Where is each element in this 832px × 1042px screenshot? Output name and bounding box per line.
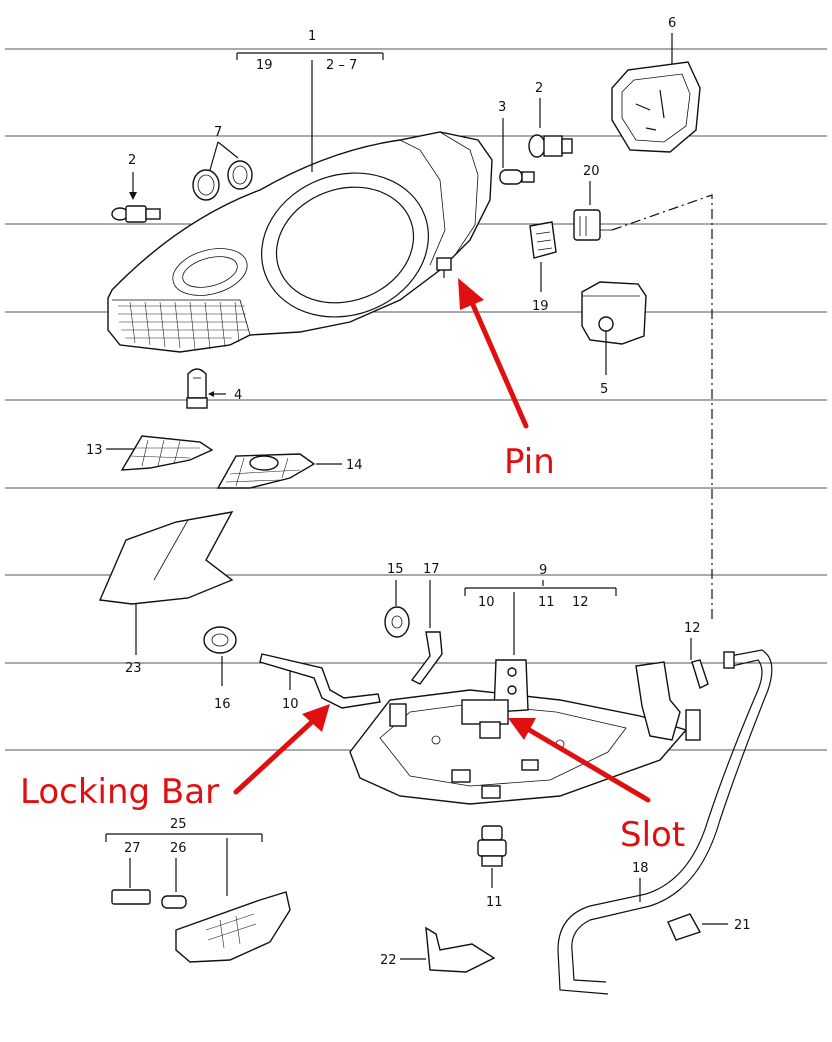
bulb-h7-left: 2	[111, 153, 161, 223]
connector-19: 19	[529, 221, 557, 314]
label-7: 7	[214, 125, 222, 140]
label-2-left: 2	[128, 153, 136, 168]
bulb-4: 4	[186, 368, 242, 409]
label-14: 14	[346, 458, 363, 473]
label-27: 27	[124, 841, 141, 856]
grommet-11: 11	[477, 825, 507, 910]
side-marker-assembly: 25 27 26	[105, 817, 291, 963]
label-26: 26	[170, 841, 187, 856]
label-1: 1	[308, 29, 316, 44]
label-15: 15	[387, 562, 404, 577]
top-bracket	[236, 52, 384, 60]
cover-cap-6: 6	[611, 16, 701, 153]
headlight-housing	[107, 60, 493, 353]
label-20: 20	[583, 164, 600, 179]
lens-14: 14	[216, 453, 363, 489]
label-12-bracket: 12	[572, 595, 589, 610]
label-16: 16	[214, 697, 231, 712]
callout-pin: Pin	[504, 442, 555, 482]
ring-7: 7	[192, 125, 253, 201]
callout-slot: Slot	[620, 815, 685, 855]
nut-15: 15	[384, 562, 410, 638]
socket-20: 20	[573, 164, 612, 241]
callout-locking-bar: Locking Bar	[20, 772, 219, 812]
label-10-bracket: 10	[478, 595, 495, 610]
label-5: 5	[600, 382, 608, 397]
callout-slot-arrow	[508, 718, 651, 803]
label-11-bracket: 11	[538, 595, 555, 610]
label-18: 18	[632, 861, 649, 876]
label-22: 22	[380, 953, 397, 968]
callout-locking-bar-arrow	[233, 704, 330, 795]
label-12-right: 12	[684, 621, 701, 636]
hose-18: 18	[557, 649, 773, 995]
bracket-9-labels: 9 10 11 12	[464, 563, 617, 655]
clip-17: 17	[410, 562, 443, 685]
clip-12: 12	[684, 621, 709, 689]
label-19-right: 19	[532, 299, 549, 314]
label-17: 17	[423, 562, 440, 577]
film-23: 23	[98, 511, 234, 676]
label-3: 3	[498, 100, 506, 115]
bulb-3: 3	[498, 100, 535, 185]
locking-bar-10: 10	[259, 653, 381, 712]
callout-pin-arrow	[458, 278, 529, 429]
label-2-right: 2	[535, 81, 543, 96]
label-4: 4	[234, 388, 242, 403]
label-23: 23	[125, 661, 142, 676]
bulb-2-right: 2	[528, 81, 573, 158]
label-19-top: 19	[256, 58, 273, 73]
clamp-21: 21	[667, 913, 751, 941]
screw-16: 16	[203, 626, 237, 712]
label-6: 6	[668, 16, 676, 31]
boot-5: 5	[581, 281, 647, 397]
label-9: 9	[539, 563, 547, 578]
label-21: 21	[734, 918, 751, 933]
label-10-bar: 10	[282, 697, 299, 712]
bracket-22: 22	[380, 926, 496, 973]
wire-dashed	[611, 194, 713, 620]
label-11-bottom: 11	[486, 895, 503, 910]
label-2-7: 2 – 7	[326, 58, 357, 73]
lens-13: 13	[86, 435, 214, 471]
label-13: 13	[86, 443, 103, 458]
label-25: 25	[170, 817, 187, 832]
